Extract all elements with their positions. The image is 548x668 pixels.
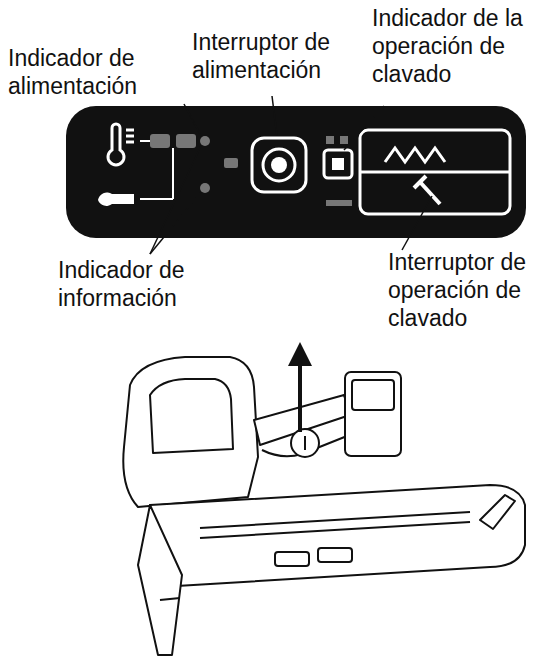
power-switch — [252, 138, 306, 192]
indicator-leds — [140, 134, 238, 199]
callout-label: Interruptor de operación de clavado — [388, 248, 542, 332]
temperature-icon — [108, 124, 134, 165]
callout-label: Indicador de información — [58, 256, 263, 312]
callout-label: Interruptor de alimentación — [192, 28, 364, 84]
leader-lines — [150, 96, 432, 254]
panel — [66, 106, 526, 238]
callout-label: Indicador de alimentación — [8, 44, 186, 100]
nailer-drawing — [123, 357, 525, 655]
nailing-mode-switch — [324, 130, 510, 214]
callout-label: Indicador de la operación de clavado — [372, 4, 540, 88]
maintenance-icon — [98, 192, 134, 206]
location-arrow — [288, 342, 312, 432]
